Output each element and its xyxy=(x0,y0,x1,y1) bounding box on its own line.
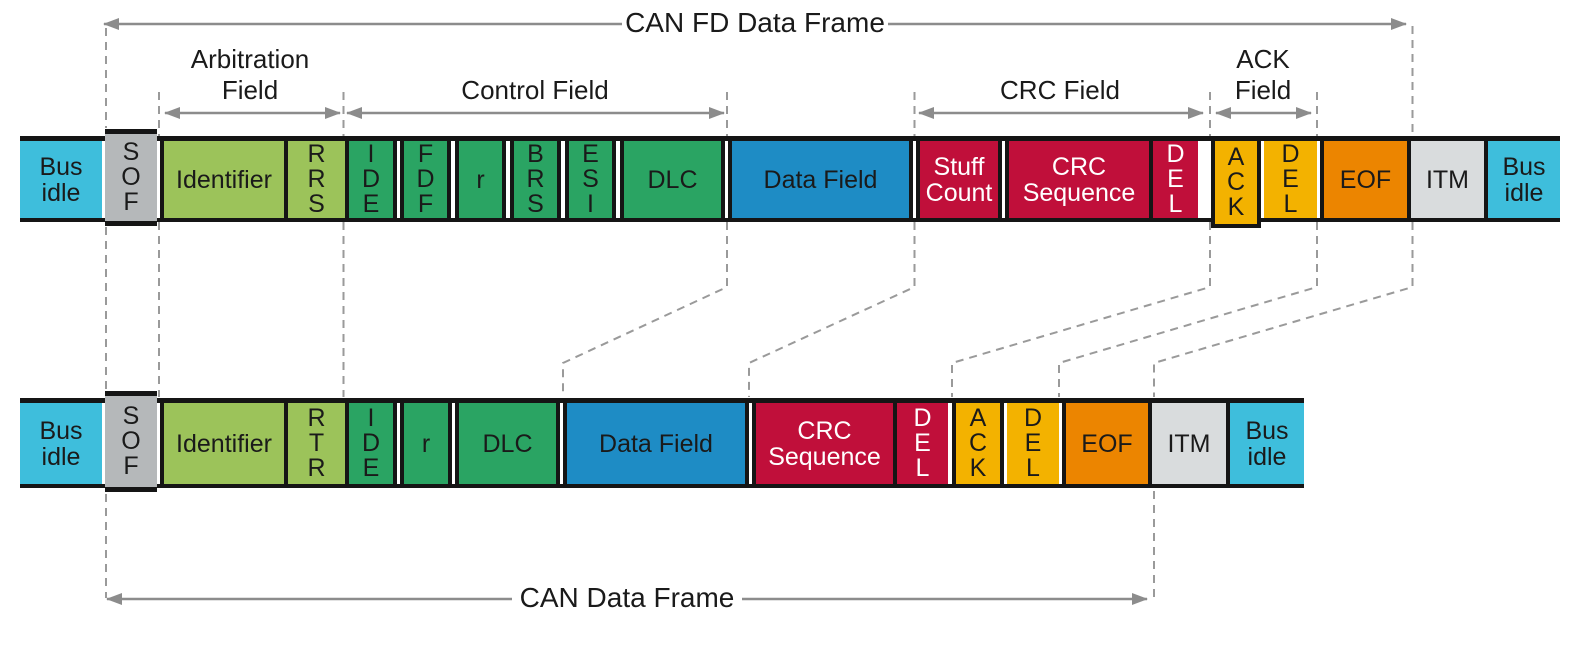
can-segment-del-ack: D E L xyxy=(1007,403,1059,484)
can-eof-label: EOF xyxy=(1081,429,1133,458)
data-field-start-connector xyxy=(562,92,728,397)
can-del-crc-label: D E L xyxy=(913,404,932,482)
fd-itm-label: ITM xyxy=(1425,165,1470,194)
can-segment-sof: S O F xyxy=(105,391,157,492)
fd-del-ack-label: D E L xyxy=(1281,140,1300,218)
can-rtr-label: R T R xyxy=(307,404,326,482)
ack-field-label: ACK Field xyxy=(1234,44,1292,105)
fd-segment-bus-idle-left: Bus idle xyxy=(20,141,102,218)
fd-del-crc-label: D E L xyxy=(1166,140,1185,218)
can-segment-dlc: DLC xyxy=(455,398,560,488)
fd-data-field-label: Data Field xyxy=(763,165,878,194)
fd-segment-bus-idle-right: Bus idle xyxy=(1484,136,1560,222)
fd-segment-ide: I D E xyxy=(345,136,397,222)
can-identifier-label: Identifier xyxy=(176,429,272,458)
fd-ack-label: A C K xyxy=(1226,143,1246,221)
fd-bus-idle-left-label: Bus idle xyxy=(39,152,83,207)
fd-ide-label: I D E xyxy=(361,140,381,218)
fd-segment-dlc: DLC xyxy=(620,136,725,222)
can-segment-data-field: Data Field xyxy=(563,398,749,488)
can-crc-sequence-label: CRC Sequence xyxy=(768,416,881,471)
can-segment-del-crc: D E L xyxy=(897,403,948,484)
fd-segment-del-ack: D E L xyxy=(1264,141,1317,218)
fd-segment-r: r xyxy=(455,136,506,222)
can-fd-frame-title: CAN FD Data Frame xyxy=(625,7,885,38)
fd-segment-crc-sequence: CRC Sequence xyxy=(1005,136,1153,222)
fd-stuff-count-label: Stuff Count xyxy=(925,152,993,207)
fd-segment-eof: EOF xyxy=(1320,136,1411,222)
fd-segment-data-field: Data Field xyxy=(728,136,913,222)
control-field-label: Control Field xyxy=(461,75,609,105)
fd-segment-fdf: F D F xyxy=(400,136,451,222)
can-segment-bus-idle-left: Bus idle xyxy=(20,403,102,484)
can-segment-r: r xyxy=(400,398,452,488)
fd-segment-ack: A C K xyxy=(1211,136,1261,228)
can-dlc-label: DLC xyxy=(482,429,533,458)
can-frame-title: CAN Data Frame xyxy=(519,582,735,613)
can-itm-label: ITM xyxy=(1167,429,1211,458)
fd-segment-sof: S O F xyxy=(105,129,157,226)
can-bus-idle-left-label: Bus idle xyxy=(39,416,83,471)
can-segment-ide: I D E xyxy=(345,398,397,488)
fd-esi-label: E S I xyxy=(582,140,599,218)
alignment-dashed-lines xyxy=(105,26,1414,598)
can-segment-identifier: Identifier xyxy=(160,398,288,488)
fd-segment-itm: ITM xyxy=(1411,141,1484,218)
can-segment-ack: A C K xyxy=(952,398,1004,488)
fd-segment-esi: E S I xyxy=(565,136,616,222)
can-del-ack-label: D E L xyxy=(1023,404,1043,482)
fd-sof-label: S O F xyxy=(121,138,141,216)
fd-brs-label: B R S xyxy=(526,140,545,218)
ack-start-connector xyxy=(951,92,1211,397)
fd-segment-del-crc: D E L xyxy=(1153,141,1198,218)
can-ide-label: I D E xyxy=(361,404,381,482)
fd-fdf-label: F D F xyxy=(416,140,435,218)
fd-dlc-label: DLC xyxy=(647,165,698,194)
crc-field-label: CRC Field xyxy=(1000,75,1120,105)
fd-segment-identifier: Identifier xyxy=(160,136,288,222)
fd-eof-label: EOF xyxy=(1339,165,1392,194)
can-segment-eof: EOF xyxy=(1062,398,1152,488)
data-field-end-connector xyxy=(748,92,916,397)
fd-segment-brs: B R S xyxy=(510,136,561,222)
can-segment-bus-idle-right: Bus idle xyxy=(1226,398,1304,488)
fd-rrs-label: R R S xyxy=(307,140,326,218)
fd-bus-idle-right-label: Bus idle xyxy=(1502,152,1546,207)
can-segment-rtr: R T R xyxy=(288,403,345,484)
eof-end-connector xyxy=(1153,26,1414,597)
fd-segment-rrs: R R S xyxy=(288,141,345,218)
can-bus-idle-right-label: Bus idle xyxy=(1245,416,1289,471)
can-segment-itm: ITM xyxy=(1152,403,1226,484)
fd-identifier-label: Identifier xyxy=(176,165,272,194)
can-ack-label: A C K xyxy=(968,404,988,482)
can-fd-frame-row: Bus idle S O F Identifier R R S I D E F D F r B… xyxy=(0,129,1587,228)
can-data-field-label: Data Field xyxy=(599,429,713,458)
can-sof-label: S O F xyxy=(121,402,141,480)
can-frame-row: Bus idle S O F Identifier R T R I D E r DLC Dat… xyxy=(0,391,1587,492)
fd-crc-sequence-label: CRC Sequence xyxy=(1022,152,1136,207)
arbitration-field-label: Arbitration Field xyxy=(190,44,310,105)
fd-r-label: r xyxy=(476,165,485,194)
can-r-label: r xyxy=(421,429,431,458)
ack-end-connector xyxy=(1058,92,1318,397)
fd-segment-stuff-count: Stuff Count xyxy=(916,136,1002,222)
can-segment-crc-sequence: CRC Sequence xyxy=(752,398,897,488)
